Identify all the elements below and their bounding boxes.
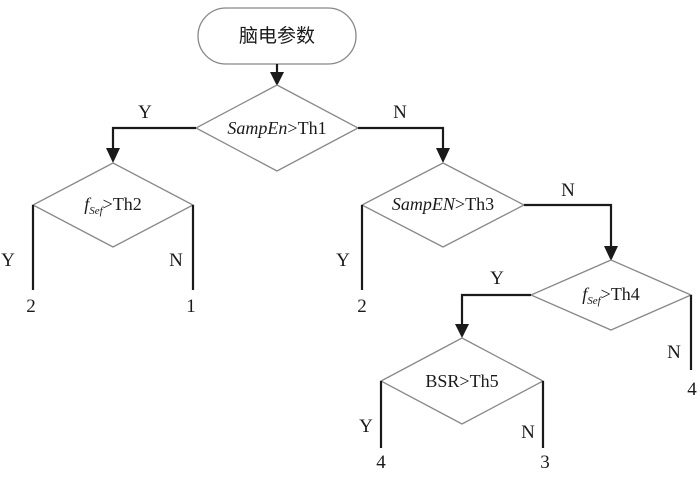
decision-sampen-th3-label: SampEN>Th3 (392, 194, 494, 214)
edge-label-d4-yes: Y (490, 268, 504, 289)
edge-label-d4-no: N (667, 342, 681, 363)
decision-fsef-th4: fSef>Th4 (529, 259, 693, 331)
edge-label-d5-yes: Y (359, 416, 373, 437)
arrowhead-d1-no (436, 148, 450, 163)
edge-label-d2-yes: Y (1, 250, 15, 271)
edge-d1-no (358, 126, 445, 150)
fsef4-sub: Sef (587, 295, 602, 307)
outcome-d5-no: 3 (540, 452, 550, 473)
edge-label-d3-yes: Y (336, 250, 350, 271)
fsef-f: f (84, 194, 92, 214)
arrowhead-d3-no (604, 246, 618, 261)
fsef-th: Th2 (113, 194, 142, 214)
outcome-d2-no: 1 (186, 296, 196, 317)
fsef4-f: f (582, 284, 590, 304)
outcome-d2-yes: 2 (26, 296, 36, 317)
decision-sampen-th3: SampEN>Th3 (360, 162, 526, 248)
arrowhead-d1-yes (106, 148, 120, 163)
edge-label-d5-no: N (521, 422, 535, 443)
edge-label-d1-no: N (393, 102, 407, 123)
edge-label-d1-yes: Y (138, 102, 152, 123)
start-node: 脑电参数 (197, 7, 357, 65)
fsef-op: > (103, 194, 113, 214)
outcome-d5-yes: 4 (376, 452, 386, 473)
sampen-op: > (287, 118, 297, 138)
decision-sampen-th1-label: SampEn>Th1 (227, 118, 326, 138)
decision-fsef-th2-label: fSef>Th2 (84, 194, 142, 217)
decision-fsef-th2: fSef>Th2 (31, 162, 195, 248)
sampen-th: Th1 (298, 118, 327, 138)
sampen-var: SampEn (227, 118, 287, 138)
arrowhead-start-to-d1 (270, 72, 284, 86)
edge-d1-yes (111, 126, 196, 150)
edge-d4-yes (460, 293, 531, 326)
fsef4-op: > (601, 284, 611, 304)
edge-d3-no (524, 203, 613, 248)
edge-label-d3-no: N (561, 180, 575, 201)
edge-label-d2-no: N (169, 250, 183, 271)
decision-fsef-th4-label: fSef>Th4 (582, 284, 640, 307)
sampen3-th: Th3 (465, 194, 494, 214)
arrowhead-d4-yes (455, 324, 469, 338)
decision-bsr-th5: BSR>Th5 (379, 337, 545, 425)
outcome-d4-no: 4 (687, 379, 697, 400)
decision-bsr-th5-label: BSR>Th5 (425, 371, 498, 391)
fsef4-th: Th4 (611, 284, 640, 304)
sampen3-op: > (455, 194, 465, 214)
decision-sampen-th1: SampEn>Th1 (194, 84, 360, 172)
start-node-label: 脑电参数 (239, 25, 315, 47)
fsef-sub: Sef (89, 205, 104, 217)
sampen3-var: SampEN (392, 194, 456, 214)
outcome-d3-yes: 2 (357, 296, 367, 317)
